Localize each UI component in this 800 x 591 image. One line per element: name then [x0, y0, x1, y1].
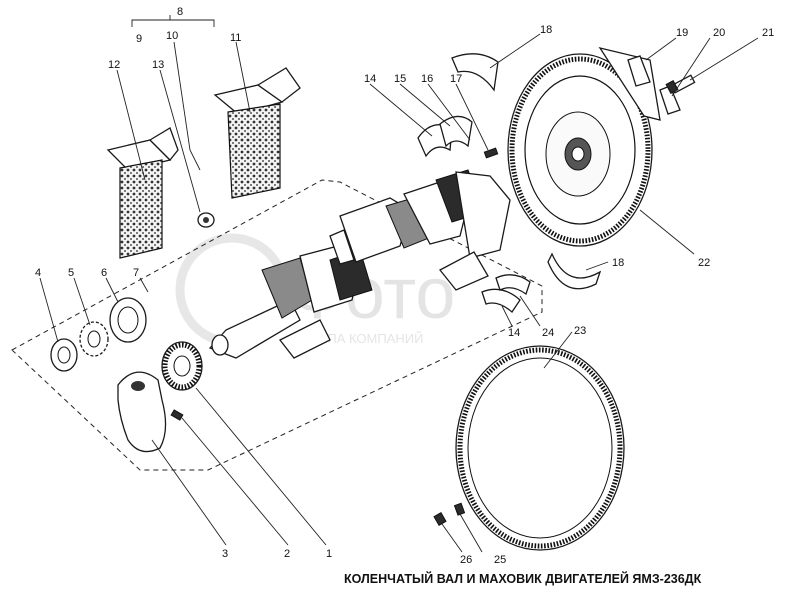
thrust-half-ring-18-top: [451, 53, 499, 92]
plate-19: [627, 55, 651, 87]
callout-6: 6: [101, 267, 107, 279]
diagram-title: КОЛЕНЧАТЫЙ ВАЛ И МАХОВИК ДВИГАТЕЛЕЙ ЯМЗ-…: [344, 571, 702, 586]
callout-8: 8: [177, 6, 183, 18]
callout-labels: 8 9 10 11 12 13 4 5 6 7 14 15 16 17 18 1…: [35, 6, 774, 566]
callout-14-lower: 14: [508, 327, 520, 339]
callout-17: 17: [450, 73, 462, 85]
leader-lines: [39, 15, 759, 553]
washer-4: [50, 338, 78, 372]
callout-9: 9: [136, 33, 142, 45]
bearing-shell-24: [495, 274, 531, 296]
counterweight-3: [117, 371, 167, 453]
gear-1: [161, 341, 203, 391]
callout-18-lower: 18: [612, 257, 624, 269]
callout-11: 11: [230, 32, 241, 44]
nut-13: [197, 212, 215, 228]
callout-19: 19: [676, 27, 688, 39]
bearing-shell-14-lower: [481, 288, 521, 313]
thrust-half-ring-18-bottom: [547, 252, 602, 290]
bearing-package-11: [213, 67, 301, 199]
bearing-package-12: [106, 127, 179, 259]
callout-5: 5: [68, 267, 74, 279]
watermark-sub: ППА КОМПАНИЙ: [318, 331, 423, 346]
ring-gear-23: [455, 345, 625, 551]
callout-2: 2: [284, 548, 290, 560]
callout-24: 24: [542, 327, 554, 339]
callout-22: 22: [698, 257, 710, 269]
callout-14: 14: [364, 73, 376, 85]
callout-10: 10: [166, 30, 178, 42]
callout-25: 25: [494, 554, 506, 566]
pin-25: [453, 502, 466, 516]
callout-20: 20: [713, 27, 725, 39]
flywheel-22: [507, 46, 661, 247]
crankshaft: [208, 169, 511, 359]
callout-16: 16: [421, 73, 433, 85]
callout-15: 15: [394, 73, 406, 85]
callout-3: 3: [222, 548, 228, 560]
dowel-17: [483, 147, 499, 159]
callout-26: 26: [460, 554, 472, 566]
callout-23: 23: [574, 325, 586, 337]
pin-26: [433, 511, 447, 527]
bolt-21: [665, 74, 696, 94]
callout-7: 7: [133, 267, 139, 279]
callout-18: 18: [540, 24, 552, 36]
callout-4: 4: [35, 267, 41, 279]
callout-1: 1: [326, 548, 332, 560]
key-2: [170, 409, 184, 421]
callout-21: 21: [762, 27, 774, 39]
callout-12: 12: [108, 59, 120, 71]
callout-13: 13: [152, 59, 164, 71]
plate-20: [659, 85, 681, 115]
lock-washer-5: [79, 321, 109, 357]
ring-6: [109, 297, 147, 343]
